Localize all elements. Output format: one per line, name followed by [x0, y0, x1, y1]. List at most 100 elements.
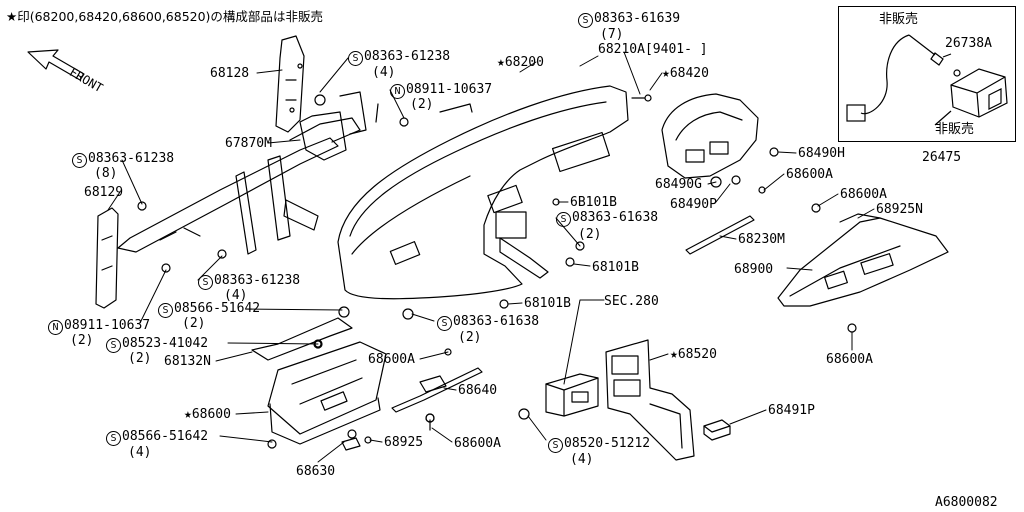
callout-c25: 68900 [734, 263, 773, 276]
callout-text: 68925N [876, 202, 923, 217]
callout-symbol: S [106, 338, 121, 353]
header-note: ★印(68200,68420,68600,68520)の構成部品は非販売 [6, 9, 323, 24]
callout-c24: 68230M [738, 233, 785, 246]
callout-text: 68132N [164, 354, 211, 369]
bracket-68128-shape [275, 35, 305, 133]
callout-c28: (4) [224, 289, 247, 302]
callout-text: (4) [224, 288, 248, 303]
inset-leader-lines [934, 53, 952, 126]
callout-c6: 68128 [210, 67, 249, 80]
callout-text: (8) [94, 166, 118, 181]
callout-c3: 68210A[9401- ] [598, 43, 708, 56]
callout-text: SEC.280 [604, 294, 659, 309]
callout-text: 68101B [592, 260, 639, 275]
callout-text: 68210A[9401- ] [598, 42, 708, 57]
callout-symbol: S [348, 51, 363, 66]
front-arrow-icon [27, 49, 85, 81]
callout-c52: 68630 [296, 465, 335, 478]
callout-c49: 68600A [454, 437, 501, 450]
callout-text: 08523-41042 [122, 336, 209, 351]
glove-box-shape [251, 306, 387, 451]
meter-hood-shape [661, 93, 779, 194]
callout-c19: 68925N [876, 203, 923, 216]
callout-symbol: S [578, 13, 593, 28]
callout-symbol: S [106, 431, 121, 446]
callout-text: (2) [70, 333, 94, 348]
callout-c45: 68491P [768, 404, 815, 417]
callout-text: 08911-10637 [406, 82, 493, 97]
callout-text: (2) [410, 97, 434, 112]
callout-text: 68600A [826, 352, 873, 367]
callout-text: 68600A [368, 352, 415, 367]
callout-text: 08363-61238 [88, 151, 175, 166]
callout-c10: (2) [410, 98, 433, 111]
callout-c17: 68600A [786, 168, 833, 181]
callout-c15: 68490H [798, 147, 845, 160]
callout-text: 08520-51212 [564, 436, 651, 451]
callout-c11: 67870M [225, 137, 272, 150]
callout-text: 68600A [786, 167, 833, 182]
callout-text: 6B101B [570, 195, 617, 210]
callout-text: 67870M [225, 136, 272, 151]
callout-symbol: S [72, 153, 87, 168]
callout-text: 68640 [458, 383, 498, 398]
callout-text: 08363-61638 [572, 210, 659, 225]
callout-c38: (2) [128, 352, 151, 365]
callout-text: 68490G [655, 177, 702, 192]
callout-text: (2) [578, 227, 602, 242]
callout-c36: (2) [70, 334, 93, 347]
callout-text: 08566-51642 [174, 301, 261, 316]
callout-text: ★68200 [497, 55, 544, 70]
callout-text: (7) [600, 27, 624, 42]
callout-text: (2) [458, 330, 482, 345]
callout-c18: 68600A [840, 188, 887, 201]
callout-symbol: S [437, 316, 452, 331]
callout-text: (2) [128, 351, 152, 366]
callout-text: 68925 [384, 435, 424, 450]
switch-icon [950, 68, 1008, 118]
callout-c16: 68490G [655, 178, 702, 191]
callout-text: 08566-51642 [122, 429, 209, 444]
callout-text: 08911-10637 [64, 318, 151, 333]
callout-text: ★68520 [670, 347, 717, 362]
steering-member-shape [117, 91, 409, 273]
callout-symbol: S [556, 212, 571, 227]
callout-text: (4) [128, 445, 152, 460]
callout-text: (4) [372, 65, 396, 80]
callout-c40: 68600A [368, 353, 415, 366]
callout-c20: 68490P [670, 198, 717, 211]
callout-c47: (4) [128, 446, 151, 459]
callout-symbol: S [158, 303, 173, 318]
callout-c8: (4) [372, 66, 395, 79]
callout-text: 68230M [738, 232, 785, 247]
inset-panel: 非販売 26738A 非販売 [838, 6, 1016, 142]
callout-text: 08363-61638 [453, 314, 540, 329]
callout-c34: (2) [458, 331, 481, 344]
callout-c21: 6B101B [570, 196, 617, 209]
callout-text: 08363-61639 [594, 11, 681, 26]
callout-c51: (4) [570, 453, 593, 466]
clip-68491p-shape [703, 419, 731, 441]
callout-text: ★68420 [662, 66, 709, 81]
callout-text: 68490H [798, 146, 845, 161]
callout-c5: ★68420 [662, 67, 709, 80]
cover-68900-shape [777, 203, 949, 333]
callout-text: 08363-61238 [364, 49, 451, 64]
inset-bottom-label: 非販売 [935, 122, 975, 137]
bracket-68129-shape [95, 201, 147, 309]
callout-text: 68490P [670, 197, 717, 212]
callout-c14: 68129 [84, 186, 123, 199]
callout-text: 68600A [454, 436, 501, 451]
callout-c2: (7) [600, 28, 623, 41]
callout-symbol: N [390, 84, 405, 99]
callout-symbol: S [198, 275, 213, 290]
callout-c26: 68101B [592, 261, 639, 274]
inset-top-label: 非販売 [879, 12, 919, 27]
